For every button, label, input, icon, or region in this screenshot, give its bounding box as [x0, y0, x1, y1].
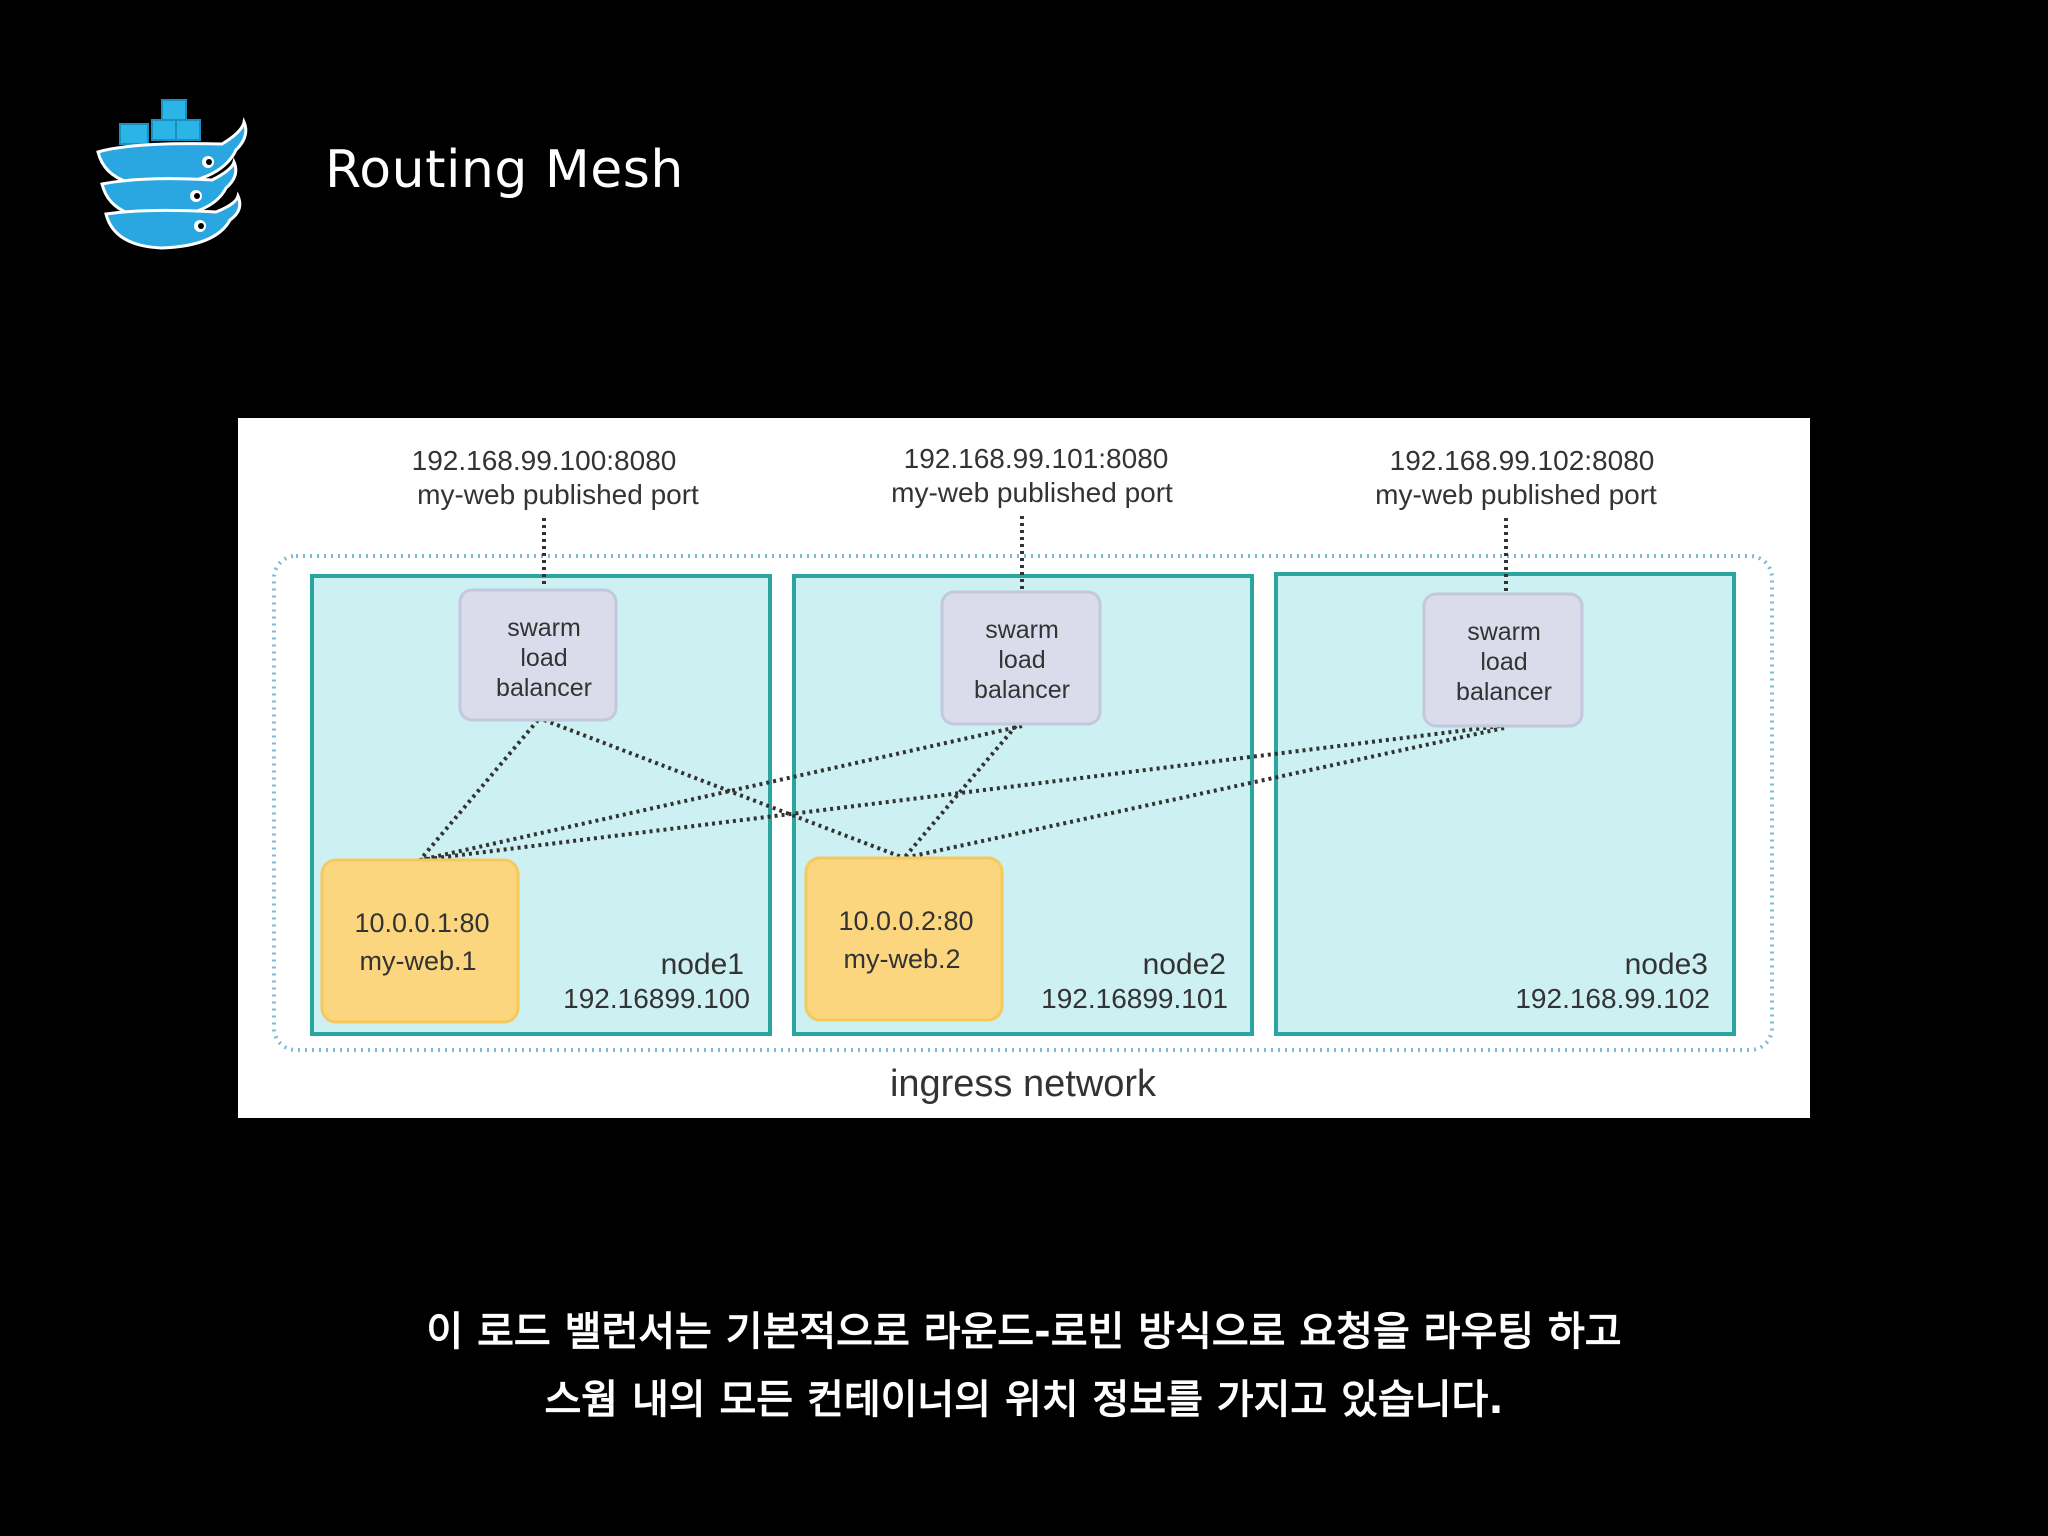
node-ip-2: 192.16899.101 [1041, 983, 1228, 1014]
balancer-line-2-3: balancer [974, 676, 1070, 704]
slide-title: Routing Mesh [325, 140, 684, 200]
balancer-line-3-3: balancer [1456, 678, 1552, 706]
balancer-line-3-2: load [1480, 648, 1527, 676]
container-box-2 [804, 856, 1004, 1022]
container-address-1: 10.0.0.1:80 [354, 908, 489, 938]
balancer-line-2-2: load [998, 646, 1045, 674]
mesh-line-lb2-c1 [419, 724, 1023, 862]
caption-line-2: 스웜 내의 모든 컨테이너의 위치 정보를 가지고 있습니다. [544, 1377, 1504, 1423]
container-address-2: 10.0.0.2:80 [838, 906, 973, 936]
load-balancer-box-3 [1422, 592, 1584, 728]
docker-whale-stack-icon [92, 92, 252, 252]
published-label-1: my-web published port [417, 479, 699, 510]
published-address-2: 192.168.99.101:8080 [904, 443, 1169, 474]
published-label-3: my-web published port [1375, 479, 1657, 510]
routing-mesh-diagram: 192.168.99.100:8080 my-web published por… [238, 418, 1810, 1118]
balancer-line-1-1: swarm [507, 614, 581, 642]
container-name-1: my-web.1 [359, 946, 476, 976]
node-name-3: node3 [1625, 948, 1708, 981]
published-address-1: 192.168.99.100:8080 [412, 445, 677, 476]
balancer-line-1-2: load [520, 644, 567, 672]
slide-caption: 이 로드 밸런서는 기본적으로 라운드-로빈 방식으로 요청을 라우팅 하고 스… [0, 1298, 2048, 1434]
balancer-line-1-3: balancer [496, 674, 592, 702]
mesh-line-lb1-c1 [418, 718, 540, 862]
balancer-line-2-1: swarm [985, 616, 1059, 644]
node-name-1: node1 [661, 948, 744, 981]
caption-line-1: 이 로드 밸런서는 기본적으로 라운드-로빈 방식으로 요청을 라우팅 하고 [426, 1309, 1622, 1355]
ingress-network-label: ingress network [890, 1063, 1157, 1105]
published-label-2: my-web published port [891, 477, 1173, 508]
mesh-line-lb1-c2 [543, 718, 905, 860]
container-name-2: my-web.2 [843, 944, 960, 974]
load-balancer-box-2 [940, 590, 1102, 726]
node-name-2: node2 [1143, 948, 1226, 981]
container-box-1 [320, 858, 520, 1024]
published-address-3: 192.168.99.102:8080 [1390, 445, 1655, 476]
node-ip-1: 192.16899.100 [563, 983, 750, 1014]
mesh-line-lb3-c2 [903, 726, 1505, 860]
load-balancer-box-1 [458, 588, 618, 722]
mesh-line-lb2-c2 [902, 724, 1018, 860]
balancer-line-3-1: swarm [1467, 618, 1541, 646]
node-ip-3: 192.168.99.102 [1515, 983, 1710, 1014]
